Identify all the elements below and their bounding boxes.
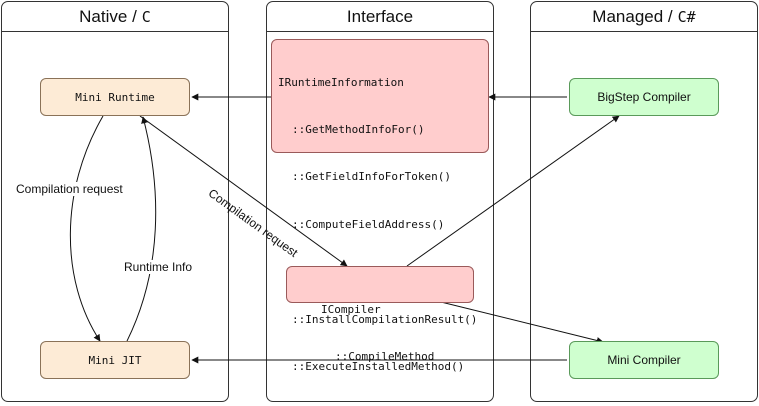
iruntime-method: ::GetMethodInfoFor()	[292, 122, 425, 136]
iruntime-method: ::ExecuteInstalledMethod()	[292, 359, 465, 373]
edge-mini-runtime-to-mini-jit	[69, 115, 104, 342]
iruntime-information-name: IRuntimeInformation	[278, 75, 404, 89]
lane-native-title-code: C	[141, 7, 151, 26]
lane-managed-title-code: C#	[677, 7, 696, 26]
iruntime-method: ::ComputeFieldAddress()	[292, 217, 445, 231]
edge-mini-jit-to-mini-runtime	[126, 116, 157, 342]
lane-managed-title: Managed / C#	[531, 2, 757, 32]
mini-compiler-node: Mini Compiler	[569, 341, 719, 379]
lane-native: Native / C	[1, 1, 229, 402]
edge-icompiler-to-bigstep	[406, 115, 620, 267]
lane-managed-title-text: Managed /	[592, 6, 673, 26]
mini-runtime-node: Mini Runtime	[40, 78, 190, 116]
mini-jit-node: Mini JIT	[40, 341, 190, 379]
iruntime-method: ::InstallCompilationResult()	[292, 312, 478, 326]
edge-icompiler-to-mini-compiler	[440, 301, 604, 344]
icompiler-name: ICompiler	[321, 302, 381, 316]
icompiler-node: ICompiler ::CompileMethod	[286, 266, 474, 363]
bigstep-compiler-node: BigStep Compiler	[569, 78, 719, 116]
lane-native-title: Native / C	[2, 2, 228, 32]
iruntime-method: ::GetFieldInfoForToken()	[292, 170, 451, 184]
lane-managed: Managed / C#	[530, 1, 758, 402]
iruntime-information-node: IRuntimeInformation ::GetMethodInfoFor()…	[271, 39, 489, 373]
edge-mini-runtime-to-icompiler	[139, 115, 348, 267]
edge-label-compilation-request-left: Compilation request	[16, 182, 123, 196]
icompiler-method: ::CompileMethod	[335, 349, 435, 363]
lane-native-title-text: Native /	[79, 6, 137, 26]
edge-label-runtime-info: Runtime Info	[124, 260, 193, 274]
lane-interface-title: Interface	[267, 2, 493, 32]
